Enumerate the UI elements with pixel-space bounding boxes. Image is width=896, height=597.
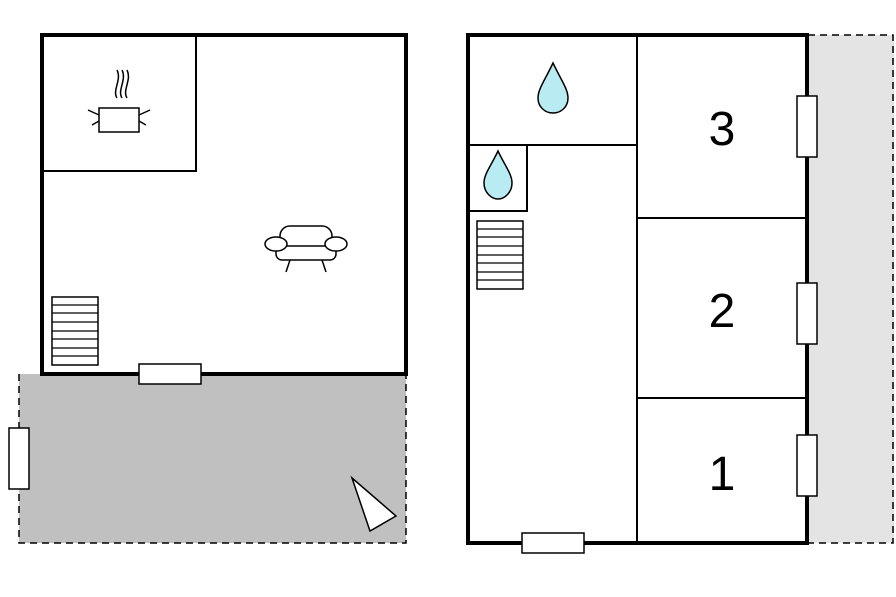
terrace bbox=[19, 374, 406, 543]
stairs-icon bbox=[476, 220, 524, 290]
window-bedroom-2 bbox=[796, 282, 818, 345]
wc-wall bbox=[468, 145, 528, 212]
window-terrace-west bbox=[8, 427, 30, 490]
balcony bbox=[808, 35, 894, 543]
left-floor-plan bbox=[8, 33, 408, 544]
main-room-walls bbox=[40, 33, 408, 376]
room-number-2: 2 bbox=[709, 285, 736, 338]
stairs-icon bbox=[51, 296, 99, 366]
cooking-pot-icon bbox=[87, 69, 151, 133]
window-bedroom-3 bbox=[796, 95, 818, 158]
water-drop-icon bbox=[483, 149, 513, 200]
sofa-icon bbox=[264, 225, 348, 273]
kitchen-partition bbox=[42, 35, 197, 172]
right-floor-plan: 3 2 1 bbox=[466, 33, 894, 554]
window-bedroom-1 bbox=[796, 434, 818, 497]
window-upper-south bbox=[521, 532, 585, 554]
water-drop-icon bbox=[537, 61, 569, 114]
room-number-1: 1 bbox=[709, 448, 736, 501]
window-main-south bbox=[138, 363, 202, 385]
room-number-3: 3 bbox=[709, 103, 736, 156]
terrace-direction-icon bbox=[350, 475, 398, 533]
balcony-border bbox=[808, 34, 894, 544]
